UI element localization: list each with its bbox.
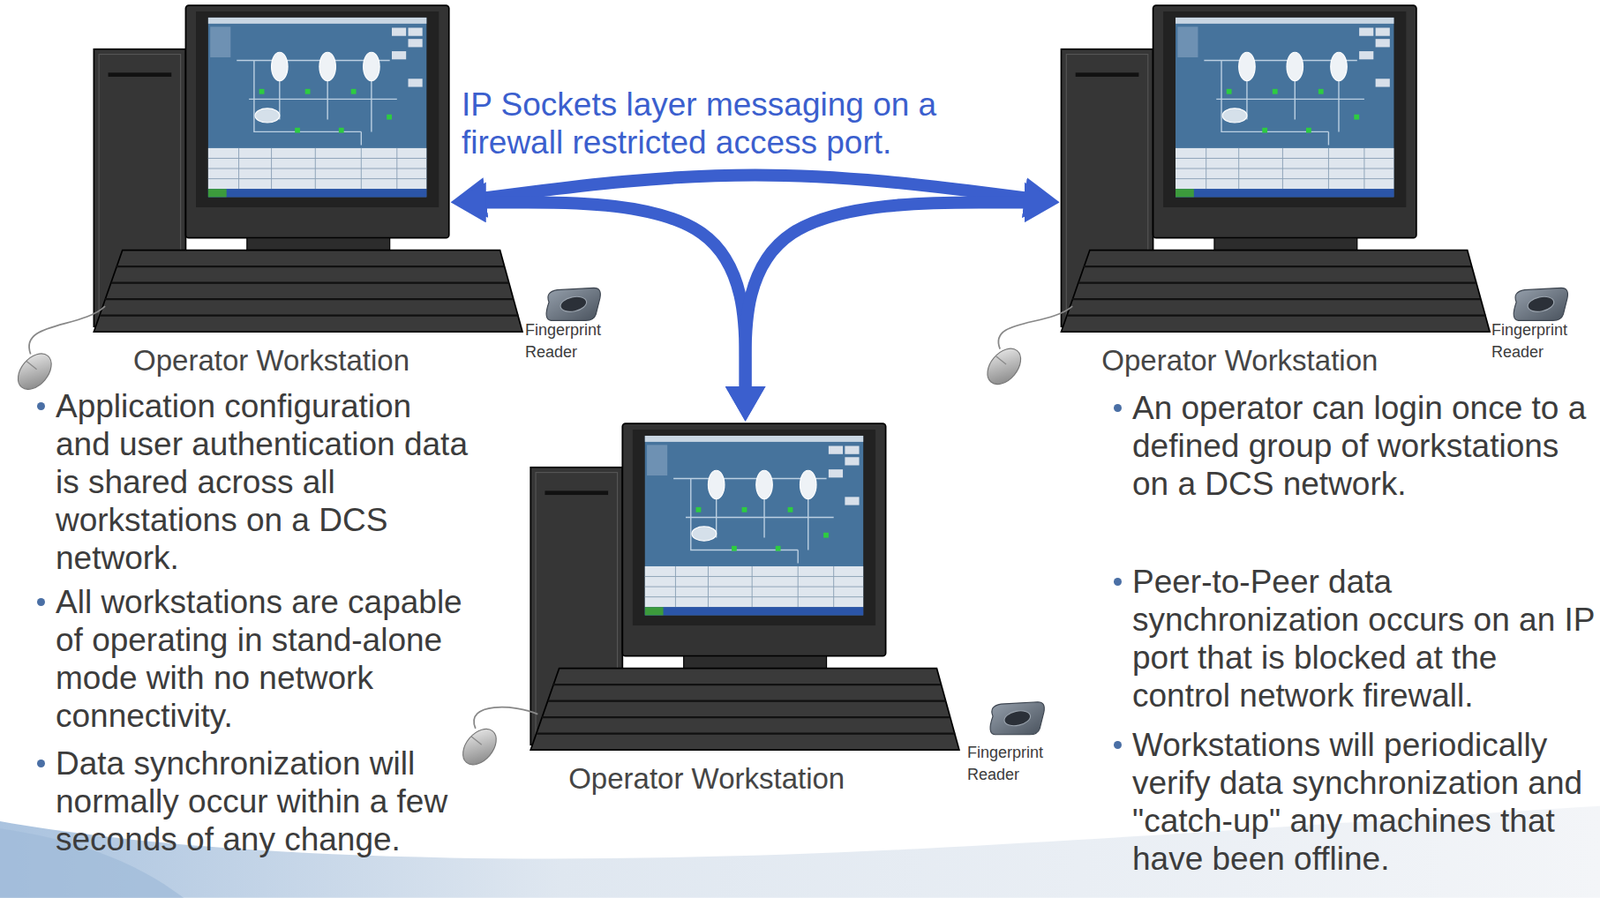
node-caption: Operator Workstation <box>129 344 414 378</box>
workstation-node: Operator Workstation <box>93 5 449 378</box>
fingerprint-reader-icon <box>546 287 601 321</box>
bullet-text: Data synchronization will normally occur… <box>55 744 473 859</box>
workstation-node: Operator Workstation <box>530 423 883 797</box>
device-label: Fingerprint Reader <box>1491 319 1580 364</box>
mouse-cable <box>998 306 1073 350</box>
connector-arrow <box>483 174 1026 198</box>
bullet-text: An operator can login once to a defined … <box>1132 389 1595 504</box>
bullet-text: Application configuration and user authe… <box>55 387 473 578</box>
mouse-icon <box>980 342 1028 391</box>
bullet-text: All workstations are capable of operatin… <box>55 583 473 736</box>
computer-illustration <box>530 423 960 751</box>
mouse-cable <box>29 306 106 354</box>
computer-illustration <box>1061 5 1491 332</box>
connector-arrow <box>745 202 1027 388</box>
node-caption: Operator Workstation <box>1097 344 1382 378</box>
mouse-icon <box>456 722 504 772</box>
computer-illustration <box>93 5 523 332</box>
node-caption: Operator Workstation <box>564 762 849 797</box>
device-label: Fingerprint Reader <box>525 319 614 364</box>
bullet-text: Peer-to-Peer data synchronization occurs… <box>1132 563 1595 715</box>
fingerprint-reader-icon <box>1513 287 1568 321</box>
connector-arrow <box>484 202 746 388</box>
bullet-text: Workstations will periodically verify da… <box>1132 726 1595 879</box>
mouse-icon <box>11 347 59 397</box>
mouse-cable <box>473 707 538 729</box>
fingerprint-reader-icon <box>990 702 1045 736</box>
workstation-node: Operator Workstation <box>1061 5 1420 378</box>
connector-label: IP Sockets layer messaging on a firewall… <box>461 85 949 162</box>
device-label: Fingerprint Reader <box>967 742 1056 787</box>
